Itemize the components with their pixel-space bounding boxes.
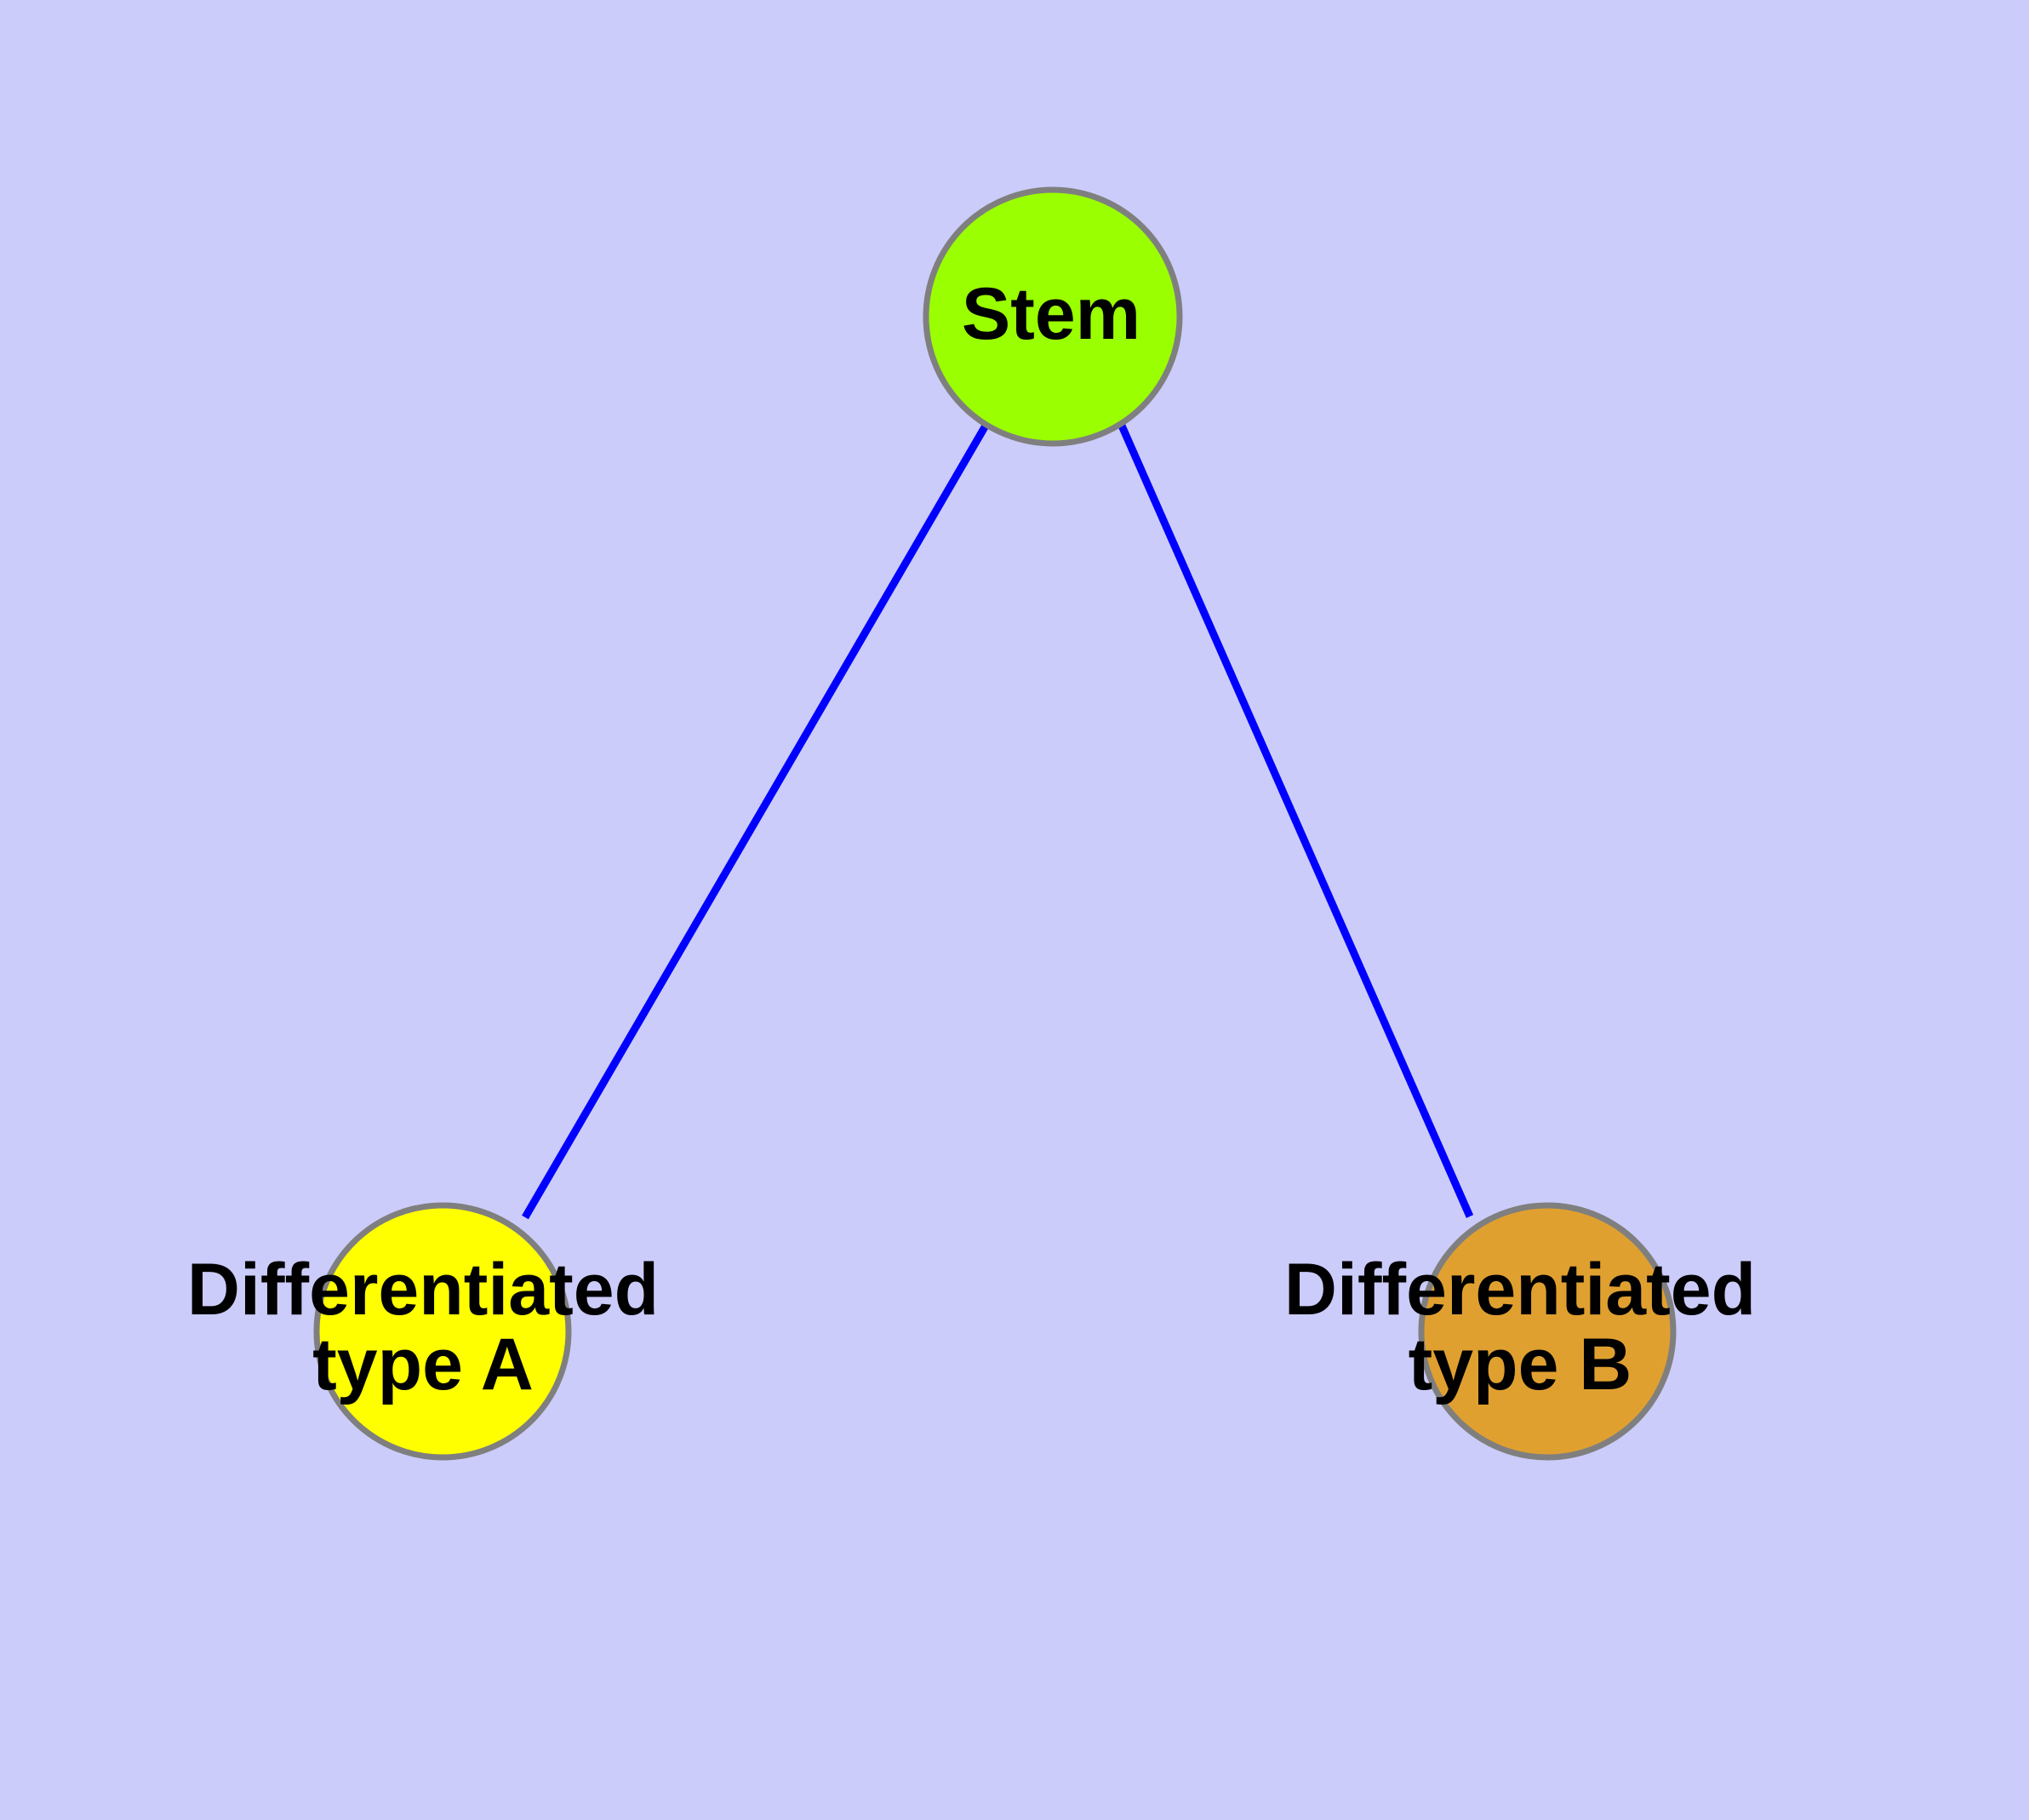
- node-label-line: type A: [312, 1324, 534, 1405]
- node-label-line: Differentiated: [1284, 1249, 1756, 1331]
- node-label-stem: Stem: [962, 273, 1140, 355]
- graph-edge-stem-to-diff-b: [1117, 424, 1474, 1218]
- node-circle-stem[interactable]: [923, 186, 1183, 447]
- node-circle-diff-b[interactable]: [1418, 1202, 1677, 1461]
- node-circle-diff-a[interactable]: [313, 1202, 572, 1461]
- graph-edge-stem-to-diff-a: [522, 423, 989, 1220]
- node-label-line: Differentiated: [187, 1249, 659, 1331]
- node-label-line: type B: [1409, 1324, 1632, 1405]
- graph-node-stem[interactable]: Stem: [923, 186, 1183, 447]
- edge-layer: [522, 423, 1474, 1220]
- node-label-line: Stem: [962, 273, 1140, 355]
